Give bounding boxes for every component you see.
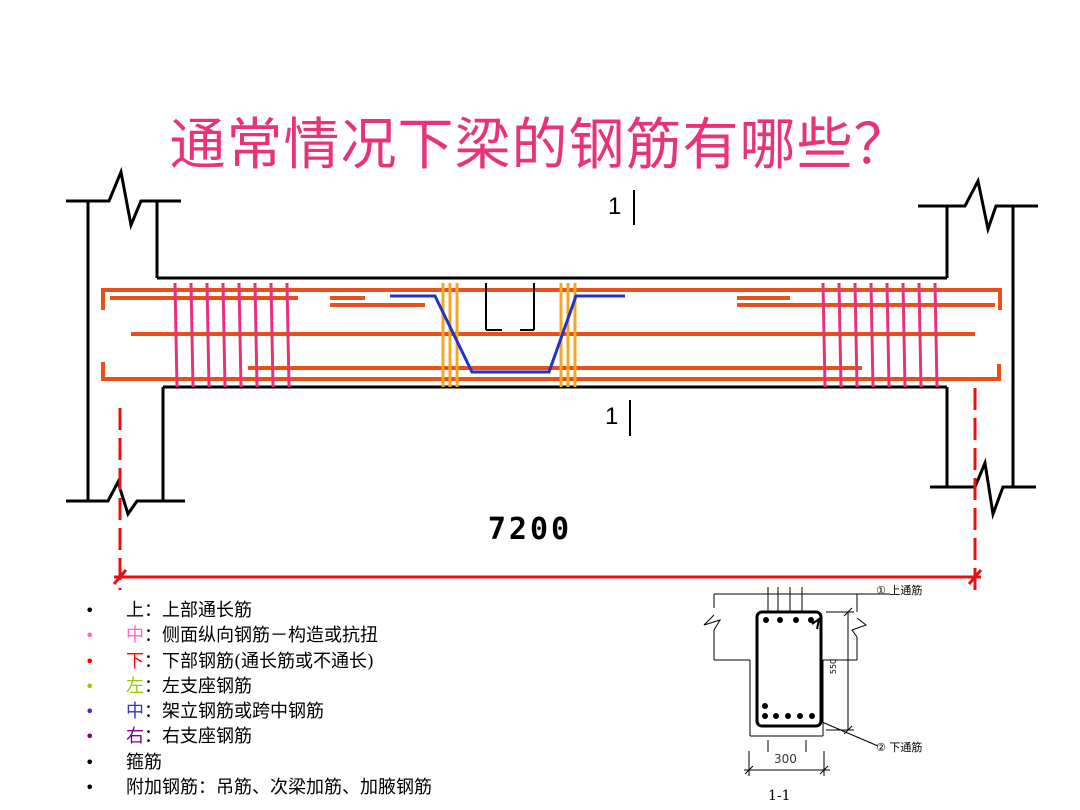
bullet-icon: • [85,752,95,772]
span-dimension-line [112,388,983,590]
legend-sep: ： [144,625,162,647]
section-width-label: 300 [774,752,797,766]
legend-item: • 左：左支座钢筋 [85,674,432,699]
bullet-icon: • [85,702,95,722]
legend-key: 中 [126,701,144,723]
section-mark-bottom: 1 [605,403,619,430]
page-title: 通常情况下梁的钢筋有哪些？ [169,113,911,178]
legend-list: •上：上部通长筋 •中：侧面纵向钢筋－构造或抗扭 •下：下部钢筋(通长筋或不通长… [85,598,432,800]
legend-sep: ： [144,600,162,621]
legend-key: 上 [126,600,144,621]
legend-item: • 下：下部钢筋(通长筋或不通长) [85,649,432,674]
bullet-icon: • [85,778,95,798]
legend-text: 上部通长筋 [162,600,252,621]
section-height-label: 550 [829,658,839,675]
legend-text: 箍筋 [126,751,162,773]
left-column [66,166,185,518]
section-top-bars [763,617,814,623]
legend-item: • 附加钢筋：吊筋、次梁加筋、加腋钢筋 [85,775,432,800]
section-caption: 1-1 [768,788,791,804]
legend-text: 附加钢筋：吊筋、次梁加筋、加腋钢筋 [126,777,432,799]
bullet-icon: • [85,676,95,696]
legend-text: 右支座钢筋 [162,726,252,748]
right-stirrups [821,282,939,388]
beam-outline [157,276,947,389]
section-bottom-bar-label: ② 下通筋 [876,741,923,754]
legend-sep: ： [144,650,162,672]
bullet-icon: • [85,601,95,620]
legend-item: • 箍筋 [85,750,432,775]
legend-text: 左支座钢筋 [162,675,252,697]
legend-key: 下 [126,650,144,672]
legend-text: 架立钢筋或跨中钢筋 [162,701,324,723]
legend-sep: ： [144,675,162,697]
legend-text: 侧面纵向钢筋－构造或抗扭 [162,625,378,647]
top-through-bar [101,288,1002,310]
section-mark-top: 1 [608,193,622,220]
bottom-through-bar [101,362,1001,381]
section-top-bar-label: ① 上通筋 [876,584,923,597]
bullet-icon: • [85,651,95,671]
legend-item: • 上：上部通长筋 [85,598,432,623]
section-1-1-detail [703,587,890,776]
left-stirrups [173,282,291,388]
bullet-icon: • [85,727,95,747]
legend-text: 下部钢筋(通长筋或不通长) [162,650,375,672]
legend-key: 中 [126,625,144,647]
legend-key: 左 [126,675,144,697]
bullet-icon: • [85,626,95,646]
section-cut-lines [629,190,635,436]
hanger-bar [390,294,625,374]
legend-sep: ： [144,701,162,723]
legend-item: • 右：右支座钢筋 [85,724,432,749]
legend-item: • 中：架立钢筋或跨中钢筋 [85,699,432,724]
span-dimension: 7200 [487,512,573,547]
section-stirrup [755,610,823,728]
legend-key: 右 [126,726,144,748]
legend-item: • 中：侧面纵向钢筋－构造或抗扭 [85,623,432,648]
legend-sep: ： [144,726,162,748]
right-column [918,176,1038,520]
secondary-beam-outline [485,283,535,331]
section-bottom-bars [762,703,815,719]
